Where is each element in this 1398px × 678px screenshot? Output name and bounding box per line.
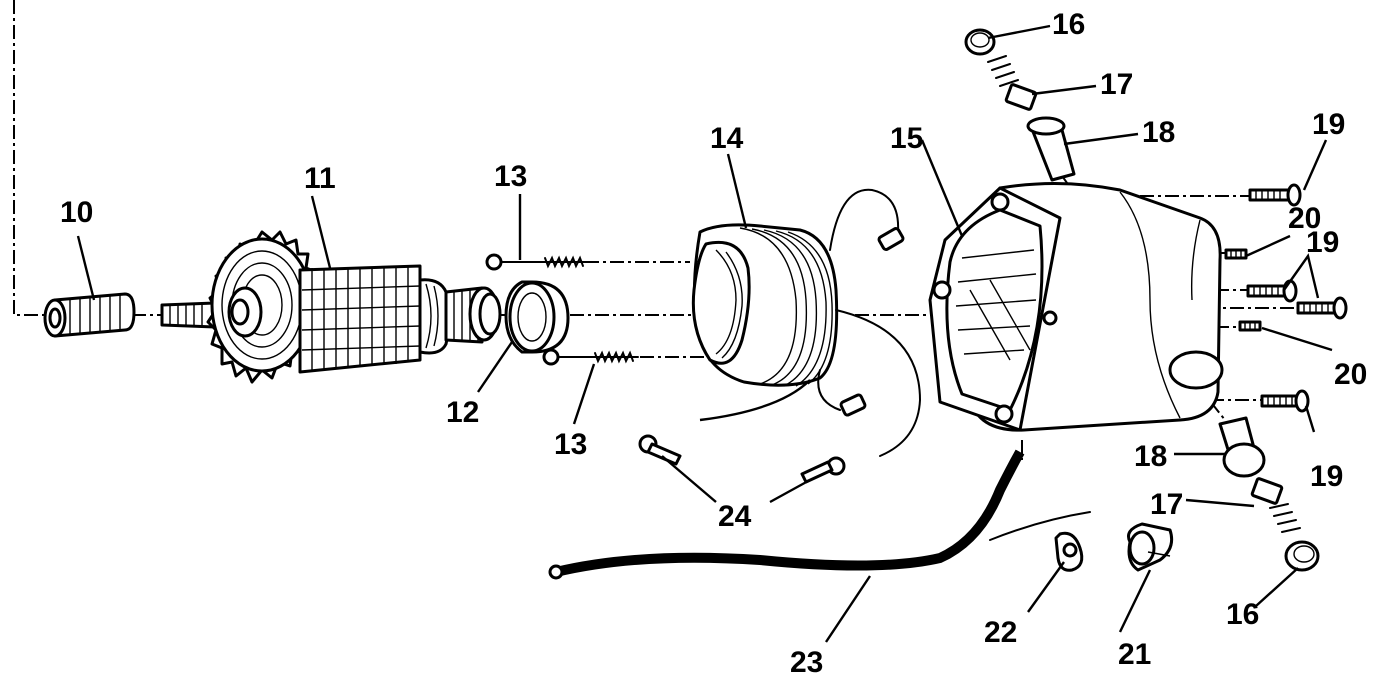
part-19-screw-4: [1260, 389, 1310, 413]
callout-16-upper: 16: [1052, 8, 1085, 41]
callout-13-upper: 13: [494, 160, 527, 193]
part-15-motor-housing: [928, 181, 1224, 432]
part-16-brush-cap-upper: [964, 28, 996, 56]
part-14-field-coil: [691, 188, 922, 457]
part-10-sleeve: [43, 292, 136, 338]
leader-lines: [76, 24, 1333, 643]
callout-12: 12: [446, 396, 479, 429]
part-22-cord-clamp: [1054, 531, 1084, 572]
part-20-pin-lower: [1238, 320, 1262, 332]
part-18-brush-holder-lower: [1218, 416, 1266, 478]
part-17-brush-upper: [987, 55, 1038, 111]
part-21-strain-relief: [1127, 522, 1174, 572]
armature-fan: [206, 230, 322, 384]
callout-19-bottom: 19: [1310, 460, 1343, 493]
callout-10: 10: [60, 196, 93, 229]
callout-19-top: 19: [1312, 108, 1345, 141]
part-13-screw-upper: [485, 253, 591, 271]
part-20-pin-upper: [1224, 248, 1248, 260]
part-11-armature: [160, 230, 502, 384]
callout-19-middle: 19: [1306, 226, 1339, 259]
part-12-bearing-cap: [504, 280, 570, 354]
callout-23: 23: [790, 646, 823, 678]
callout-18-upper: 18: [1142, 116, 1175, 149]
part-18-brush-holder-upper: [1026, 116, 1076, 182]
part-24-screw-right: [800, 456, 846, 484]
callout-22: 22: [984, 616, 1017, 649]
callout-15: 15: [890, 122, 923, 155]
callout-20-lower: 20: [1334, 358, 1367, 391]
part-17-brush-lower: [1250, 477, 1301, 533]
callout-13-lower: 13: [554, 428, 587, 461]
part-24-screw-left: [638, 434, 682, 466]
part-13-screw-lower: [542, 348, 639, 366]
part-23-power-cord: [548, 449, 1091, 580]
callout-11: 11: [304, 162, 336, 195]
callout-labels: 10 11 12 13 13 14 15 16 16 17 17 18 18 1…: [60, 8, 1367, 678]
part-16-brush-cap-lower: [1284, 540, 1320, 572]
callout-21: 21: [1118, 638, 1151, 671]
armature-core: [298, 264, 422, 374]
callout-24: 24: [718, 500, 752, 533]
part-19-screw-1: [1248, 183, 1302, 207]
callout-20-upper: 20: [1288, 202, 1321, 235]
callout-17-lower: 17: [1150, 488, 1183, 521]
callout-17-upper: 17: [1100, 68, 1133, 101]
part-19-screw-3: [1296, 296, 1348, 320]
callout-18-lower: 18: [1134, 440, 1167, 473]
callout-14: 14: [710, 122, 744, 155]
callout-16-lower: 16: [1226, 598, 1259, 631]
